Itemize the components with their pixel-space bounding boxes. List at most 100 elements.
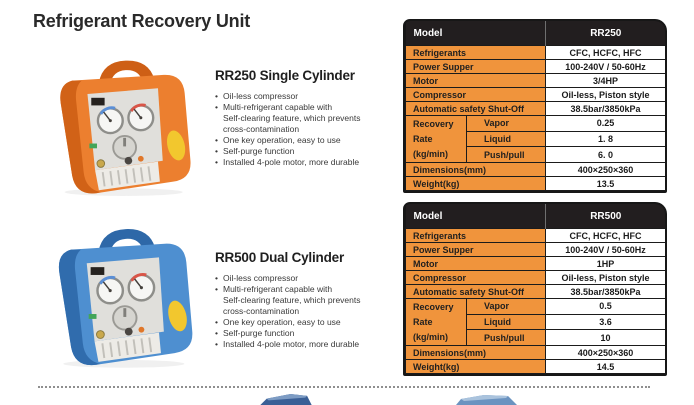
model-header-value: RR500 bbox=[545, 204, 665, 229]
unit-valves bbox=[96, 326, 145, 339]
table-header-row: Model RR250 bbox=[405, 21, 665, 46]
blue-recovery-unit-illustration bbox=[58, 229, 193, 368]
spec-label: Motor bbox=[405, 256, 547, 271]
feature-item: •Oil-less compressor bbox=[215, 91, 299, 101]
spec-label: Refrigerants bbox=[405, 228, 547, 243]
spec-label: Automatic safety Shut-Off bbox=[405, 284, 547, 299]
spec-label: Dimensions(mm) bbox=[405, 162, 547, 177]
page-title: Refrigerant Recovery Unit bbox=[33, 11, 251, 31]
spec-value: 13.5 bbox=[545, 176, 665, 191]
spec-value: Oil-less, Piston style bbox=[545, 87, 665, 102]
bullet-dot: • bbox=[215, 339, 218, 349]
spec-value: 14.5 bbox=[545, 359, 665, 374]
table-row: Dimensions(mm)400×250×360 bbox=[405, 345, 665, 360]
bullet-dot: • bbox=[215, 91, 218, 101]
product-photo-rr500 bbox=[34, 218, 200, 370]
product-photo-rr250 bbox=[36, 50, 198, 198]
model-header-value: RR250 bbox=[545, 21, 665, 46]
spec-value: 6. 0 bbox=[545, 146, 665, 163]
feature-item: •One key operation, easy to use bbox=[215, 317, 341, 327]
feature-item: •Multi-refrigerant capable with Self-cle… bbox=[215, 102, 361, 134]
table-row: Recovery Rate (kg/min) Vapor 0.25 bbox=[405, 115, 665, 163]
unit-valves bbox=[96, 155, 144, 168]
unit-knob bbox=[112, 305, 138, 331]
spec-value: 3/4HP bbox=[545, 73, 665, 88]
spec-value: 100-240V / 50-60Hz bbox=[545, 242, 665, 257]
dotted-separator bbox=[38, 386, 650, 388]
bullet-dot: • bbox=[215, 317, 218, 327]
spec-value: 400×250×360 bbox=[545, 345, 665, 360]
spec-sublabel: Push/pull bbox=[465, 146, 547, 163]
spec-value: 38.5bar/3850kPa bbox=[545, 101, 665, 116]
unit-knob bbox=[112, 134, 138, 160]
spec-value: 0.5 bbox=[545, 298, 665, 315]
spec-value: 1. 8 bbox=[545, 130, 665, 148]
unit-display bbox=[91, 97, 105, 106]
spec-value: CFC, HCFC, HFC bbox=[545, 45, 665, 60]
gauge-right bbox=[127, 272, 156, 302]
bullet-dot: • bbox=[215, 328, 218, 338]
unit-green-label bbox=[88, 314, 97, 319]
feature-item: •Self-purge function bbox=[215, 328, 295, 338]
spec-label: Power Supper bbox=[405, 242, 547, 257]
feature-item: •One key operation, easy to use bbox=[215, 135, 341, 145]
spec-label: Refrigerants bbox=[405, 45, 547, 60]
feature-list: •Oil-less compressor •Multi-refrigerant … bbox=[215, 91, 405, 168]
feature-item: •Multi-refrigerant capable with Self-cle… bbox=[215, 284, 361, 316]
bullet-dot: • bbox=[215, 273, 218, 283]
bullet-dot: • bbox=[215, 135, 218, 145]
spec-sublabel: Vapor bbox=[465, 115, 547, 132]
spec-sublabel: Liquid bbox=[465, 130, 547, 148]
spec-label: Motor bbox=[405, 73, 547, 88]
gauge-left bbox=[96, 106, 124, 135]
unit-display bbox=[90, 267, 105, 275]
recovery-rate-label: Recovery Rate (kg/min) bbox=[405, 115, 467, 163]
product-info-rr250: RR250 Single Cylinder •Oil-less compress… bbox=[215, 68, 405, 168]
spec-sublabel: Push/pull bbox=[465, 329, 547, 346]
unit-handle bbox=[98, 60, 155, 85]
spec-value: 1HP bbox=[545, 256, 665, 271]
gauge-left bbox=[96, 275, 125, 305]
feature-list: •Oil-less compressor •Multi-refrigerant … bbox=[215, 273, 405, 350]
spec-label: Weight(kg) bbox=[405, 176, 547, 191]
unit-green-label bbox=[89, 143, 97, 149]
model-header-label: Model bbox=[405, 21, 546, 46]
unit-handle bbox=[98, 229, 156, 254]
feature-item: •Self-purge function bbox=[215, 146, 295, 156]
spec-value: 38.5bar/3850kPa bbox=[545, 284, 665, 299]
bullet-dot: • bbox=[215, 102, 218, 112]
spec-label: Power Supper bbox=[405, 59, 547, 74]
spec-label: Dimensions(mm) bbox=[405, 345, 547, 360]
spec-value: CFC, HCFC, HFC bbox=[545, 228, 665, 243]
table-row: Weight(kg)14.5 bbox=[405, 359, 665, 374]
spec-label: Automatic safety Shut-Off bbox=[405, 101, 547, 116]
product-heading-rr250: RR250 Single Cylinder bbox=[215, 68, 355, 83]
partial-blue-unit-top bbox=[456, 395, 517, 405]
unit-side-sticker bbox=[168, 300, 187, 332]
unit-side-sticker bbox=[166, 130, 186, 161]
recovery-rate-label: Recovery Rate (kg/min) bbox=[405, 298, 467, 346]
feature-item: •Installed 4-pole motor, more durable bbox=[215, 157, 360, 167]
product-info-rr500: RR500 Dual Cylinder •Oil-less compressor… bbox=[215, 250, 405, 350]
feature-item: •Installed 4-pole motor, more durable bbox=[215, 339, 360, 349]
spec-value: 3.6 bbox=[545, 313, 665, 331]
table-row: Recovery Rate (kg/min) Vapor 0.5 bbox=[405, 298, 665, 346]
spec-value: 100-240V / 50-60Hz bbox=[545, 59, 665, 74]
spec-value: 400×250×360 bbox=[545, 162, 665, 177]
bullet-dot: • bbox=[215, 284, 218, 294]
unit-vents bbox=[94, 332, 161, 362]
bullet-dot: • bbox=[215, 157, 218, 167]
partial-next-product-image bbox=[456, 395, 518, 405]
